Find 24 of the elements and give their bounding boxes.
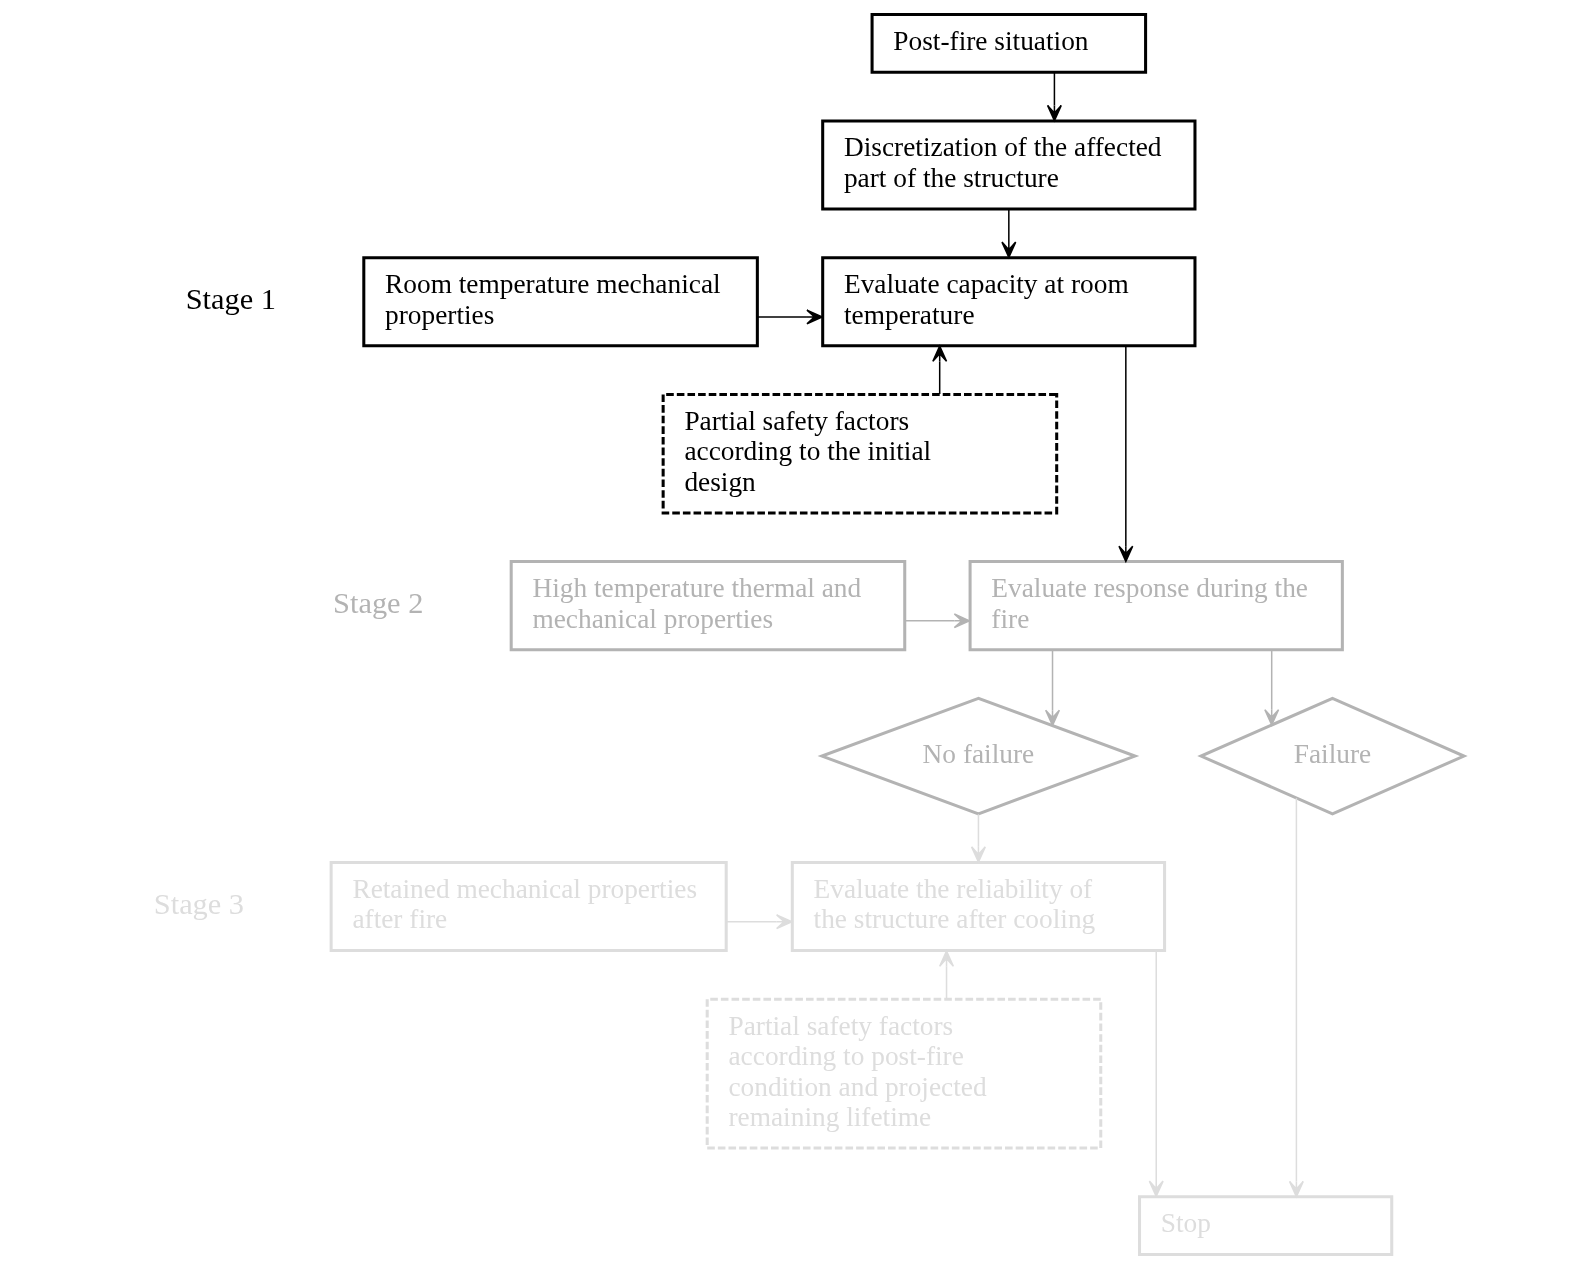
node-box: Partial safety factors according to the initial design <box>661 392 1058 515</box>
arrow <box>1044 649 1060 727</box>
arrow <box>1288 797 1304 1198</box>
arrow <box>1263 649 1279 726</box>
arrow <box>756 309 823 325</box>
node-box: Post-fire situation <box>870 13 1147 74</box>
label: Stage 2 <box>332 586 423 621</box>
label: Stage 1 <box>185 282 276 317</box>
arrow <box>931 345 947 395</box>
arrow <box>1000 209 1016 259</box>
arrow <box>970 813 986 863</box>
node-box: Discretization of the affected part of the structure <box>820 119 1196 211</box>
arrow <box>1148 950 1164 1198</box>
node-diamond: Failure <box>1196 696 1468 816</box>
arrow <box>1046 72 1062 122</box>
node-box: Room temperature mechanical properties <box>361 256 759 348</box>
node-box: High temperature thermal and mechanical properties <box>509 560 906 652</box>
node-box: Evaluate response during the fire <box>968 560 1344 652</box>
arrow <box>725 914 793 930</box>
arrow <box>938 950 954 1000</box>
arrow <box>1117 345 1133 563</box>
arrow <box>903 613 970 629</box>
node-diamond: No failure <box>817 696 1139 816</box>
node-box: Evaluate capacity at room temperature <box>820 256 1196 348</box>
